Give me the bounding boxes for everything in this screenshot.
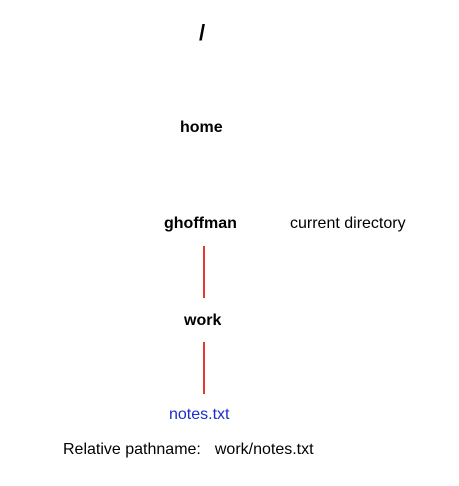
file-node: notes.txt xyxy=(169,406,230,423)
home-directory-node: home xyxy=(180,119,223,136)
path-connector-work-to-file xyxy=(203,342,205,394)
relative-pathname-line: Relative pathname: work/notes.txt xyxy=(63,442,314,458)
relative-pathname-value: work/notes.txt xyxy=(214,441,314,458)
path-connector-user-to-work xyxy=(203,246,205,298)
work-directory-node: work xyxy=(184,312,222,329)
relative-pathname-label: Relative pathname: xyxy=(63,441,201,458)
user-directory-node: ghoffman xyxy=(164,215,237,232)
root-directory-node: / xyxy=(199,20,206,45)
current-directory-label: current directory xyxy=(290,215,406,232)
